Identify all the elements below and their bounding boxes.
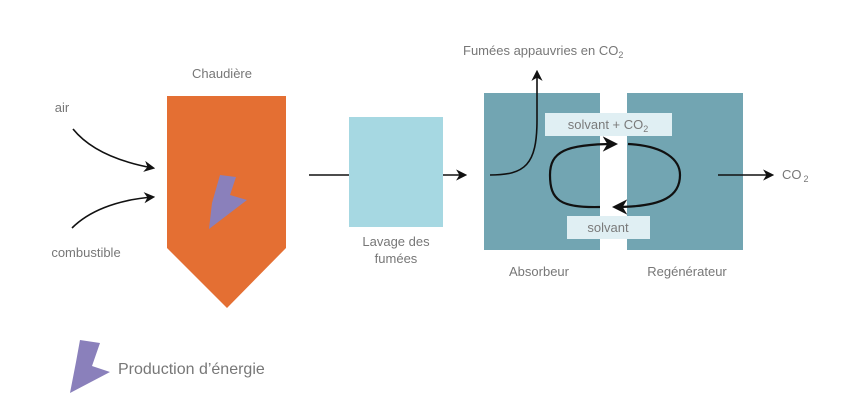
depleted-fumes-label: Fumées appauvries en CO2 [463,43,623,60]
depleted-fumes-arrow [489,69,543,176]
washing-label-line2: fumées [375,251,418,266]
fuel-arrow [71,192,156,229]
solvent-loop-top-arrow [548,136,619,209]
absorber-label: Absorbeur [509,264,570,279]
solvent-co2-tag [545,113,672,136]
fuel-label: combustible [51,245,120,260]
air-label: air [55,100,70,115]
solvent-loop-bottom-arrow [611,142,682,215]
solvent-tag [567,216,650,239]
legend-energy-label: Production d’énergie [118,361,265,378]
regenerator-label: Regénérateur [647,264,727,279]
washing-box [349,117,443,227]
solvent-label: solvant [587,220,629,235]
washing-label-line1: Lavage des [362,234,430,249]
air-arrow [72,128,156,172]
legend-lightning-icon [70,340,110,393]
solvent-co2-label: solvant + CO2 [568,117,649,134]
boiler-label: Chaudière [192,66,252,81]
lightning-icon [209,175,247,229]
